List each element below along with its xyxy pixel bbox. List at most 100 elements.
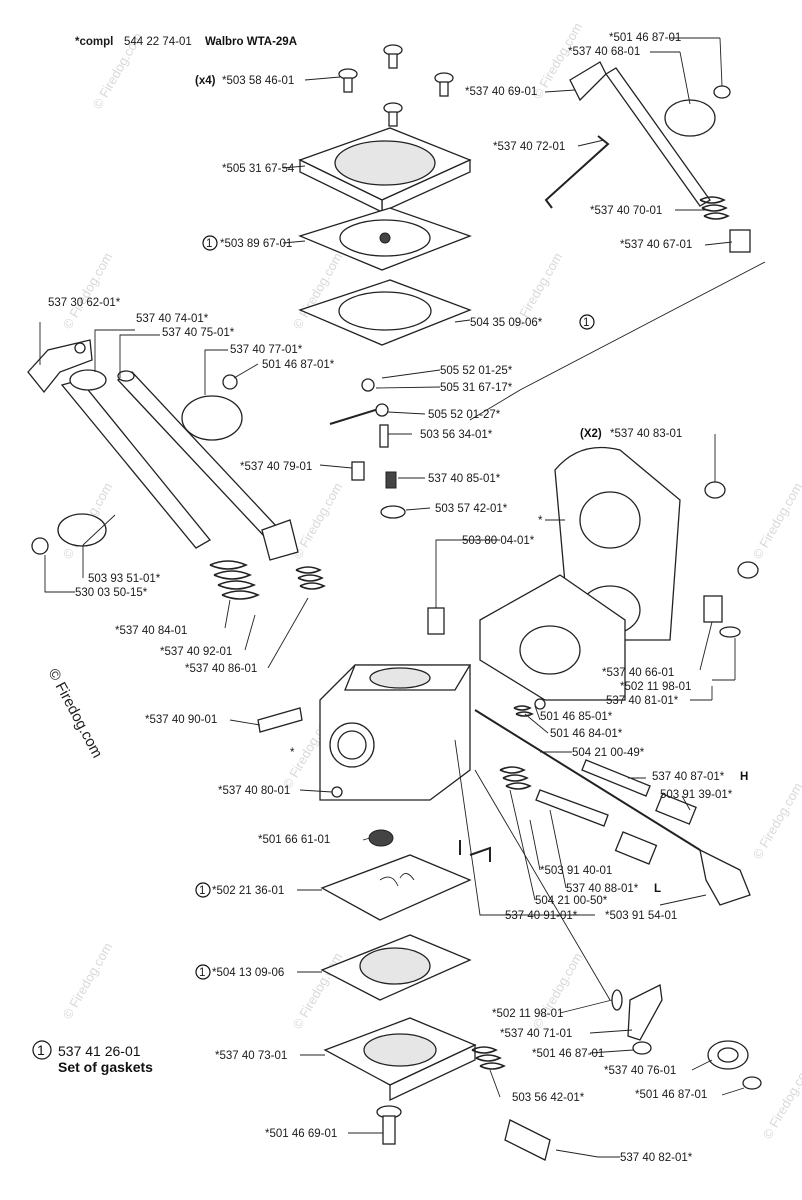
bracket-icon <box>627 984 663 1041</box>
gasket-marker-icon <box>579 314 595 330</box>
leader-lines <box>39 37 766 1158</box>
watermark: © Firedog.com <box>750 780 802 862</box>
label-537-40-67-01: *537 40 67-01 <box>620 239 692 251</box>
label-501-46-87-01-tr: *501 46 87-01 <box>609 32 681 44</box>
watermark: © Firedog.com <box>760 1060 802 1142</box>
label-501-46-69-01: *501 46 69-01 <box>265 1128 337 1140</box>
label-x2-prefix: (X2) <box>580 428 602 440</box>
header-model: Walbro WTA-29A <box>205 36 297 48</box>
label-537-40-81-01: 537 40 81-01* <box>606 695 679 707</box>
screw-icon <box>434 72 454 97</box>
label-537-40-69-01: *537 40 69-01 <box>465 86 537 98</box>
metering-diaphragm <box>320 854 472 921</box>
gasket-marker: 1 <box>583 317 589 329</box>
carburetor-body <box>319 664 472 801</box>
choke-lever <box>27 339 93 394</box>
label-501-46-84-01: 501 46 84-01* <box>550 728 623 740</box>
label-503-57-42-01: 503 57 42-01* <box>435 503 508 515</box>
screw-icon <box>338 68 358 93</box>
washer-icon <box>380 505 406 519</box>
label-537-40-77-01: 537 40 77-01* <box>230 344 303 356</box>
label-537-40-83-01: *537 40 83-01 <box>610 428 682 440</box>
bracket-icon <box>459 840 491 862</box>
spring-icon <box>471 1046 506 1070</box>
intake-gasket <box>479 574 626 701</box>
gasket-set-marker: 1 <box>37 1042 45 1058</box>
gasket-set-number: 537 41 26-01 <box>58 1043 141 1059</box>
label-530-03-50-15: 530 03 50-15* <box>75 587 148 599</box>
label-504-13-09-06: *504 13 09-06 <box>212 967 284 979</box>
label-537-30-62-01: 537 30 62-01* <box>48 297 121 309</box>
fitting-icon <box>655 793 697 825</box>
screw-icon <box>361 378 375 392</box>
screw-icon <box>31 537 49 555</box>
choke-plate <box>57 513 107 547</box>
gasket-marker-icon <box>202 235 218 251</box>
rod-icon <box>474 709 751 906</box>
plug-icon <box>351 461 365 481</box>
label-504-35-09-06: 504 35 09-06* <box>470 317 543 329</box>
label-537-40-80-01: *537 40 80-01 <box>218 785 290 797</box>
lower-gasket <box>320 934 472 1001</box>
screw-icon <box>742 1076 762 1090</box>
spring-icon <box>499 766 532 790</box>
label-537-40-91-01: 537 40 91-01* <box>505 910 578 922</box>
pump-diaphragm <box>298 207 472 271</box>
gasket-marker: 1 <box>199 885 205 897</box>
lever-icon <box>261 519 299 561</box>
label-537-40-70-01: *537 40 70-01 <box>590 205 662 217</box>
label-537-40-79-01: *537 40 79-01 <box>240 461 312 473</box>
bushing-icon <box>703 595 723 623</box>
label-x4-prefix: (x4) <box>195 75 216 87</box>
part-labels: (x4) *503 58 46-01 *505 31 67-54 1 *503 … <box>48 32 748 1164</box>
needle-valve-high <box>581 759 651 797</box>
gasket-marker: 1 <box>199 967 205 979</box>
spring-icon <box>295 566 326 590</box>
label-537-40-71-01: *537 40 71-01 <box>500 1028 572 1040</box>
label-503-91-40-01: *503 91 40-01 <box>540 865 612 877</box>
ball-icon <box>534 698 546 710</box>
label-505-31-67-54: *505 31 67-54 <box>222 163 295 175</box>
throttle-shaft-right <box>605 67 711 207</box>
label-537-40-66-01: *537 40 66-01 <box>602 667 674 679</box>
label-502-11-98-01-b: *502 11 98-01 <box>492 1008 563 1020</box>
needle-valve-low <box>535 789 609 827</box>
header-number: 544 22 74-01 <box>124 36 192 48</box>
screw-icon <box>704 481 726 499</box>
gasket-marker-icon <box>195 882 211 898</box>
screw-icon <box>331 786 343 798</box>
screw-icon <box>383 44 403 69</box>
gasket-set-note: 1 537 41 26-01 Set of gaskets <box>32 1040 153 1075</box>
copyright: © Firedog.com <box>44 666 105 761</box>
label-537-40-90-01: *537 40 90-01 <box>145 714 217 726</box>
label-star-body: * <box>290 747 295 759</box>
label-503-91-54-01: *503 91 54-01 <box>605 910 677 922</box>
metering-cover <box>323 1017 477 1102</box>
gasket-set-label: Set of gaskets <box>58 1059 153 1075</box>
gasket-marker-icon <box>32 1040 52 1060</box>
spring-icon <box>513 705 534 717</box>
label-537-40-74-01: 537 40 74-01* <box>136 313 209 325</box>
label-504-21-00-50: 504 21 00-50* <box>535 895 608 907</box>
choke-shaft <box>60 369 211 549</box>
label-503-89-67-01: *503 89 67-01 <box>220 238 292 250</box>
label-537-40-73-01: *537 40 73-01 <box>215 1050 287 1062</box>
label-537-40-86-01: *537 40 86-01 <box>185 663 257 675</box>
label-537-40-72-01: *537 40 72-01 <box>493 141 565 153</box>
gasket-marker-icon <box>195 964 211 980</box>
bushing-icon <box>707 1040 749 1070</box>
screw-icon <box>222 374 238 390</box>
spring-icon <box>209 560 260 600</box>
bushing-icon <box>729 229 751 253</box>
adjuster-screw <box>504 1119 551 1161</box>
label-505-31-67-17: 505 31 67-17* <box>440 382 513 394</box>
label-537-40-82-01: 537 40 82-01* <box>620 1152 693 1164</box>
label-537-40-68-01: *537 40 68-01 <box>568 46 640 58</box>
label-537-40-75-01: 537 40 75-01* <box>162 327 235 339</box>
spring-icon <box>385 471 397 489</box>
label-502-21-36-01: *502 21 36-01 <box>212 885 284 897</box>
label-501-46-85-01: 501 46 85-01* <box>540 711 613 723</box>
label-503-58-46-01: *503 58 46-01 <box>222 75 294 87</box>
washer-icon <box>611 989 623 1011</box>
throttle-shaft <box>116 370 280 537</box>
